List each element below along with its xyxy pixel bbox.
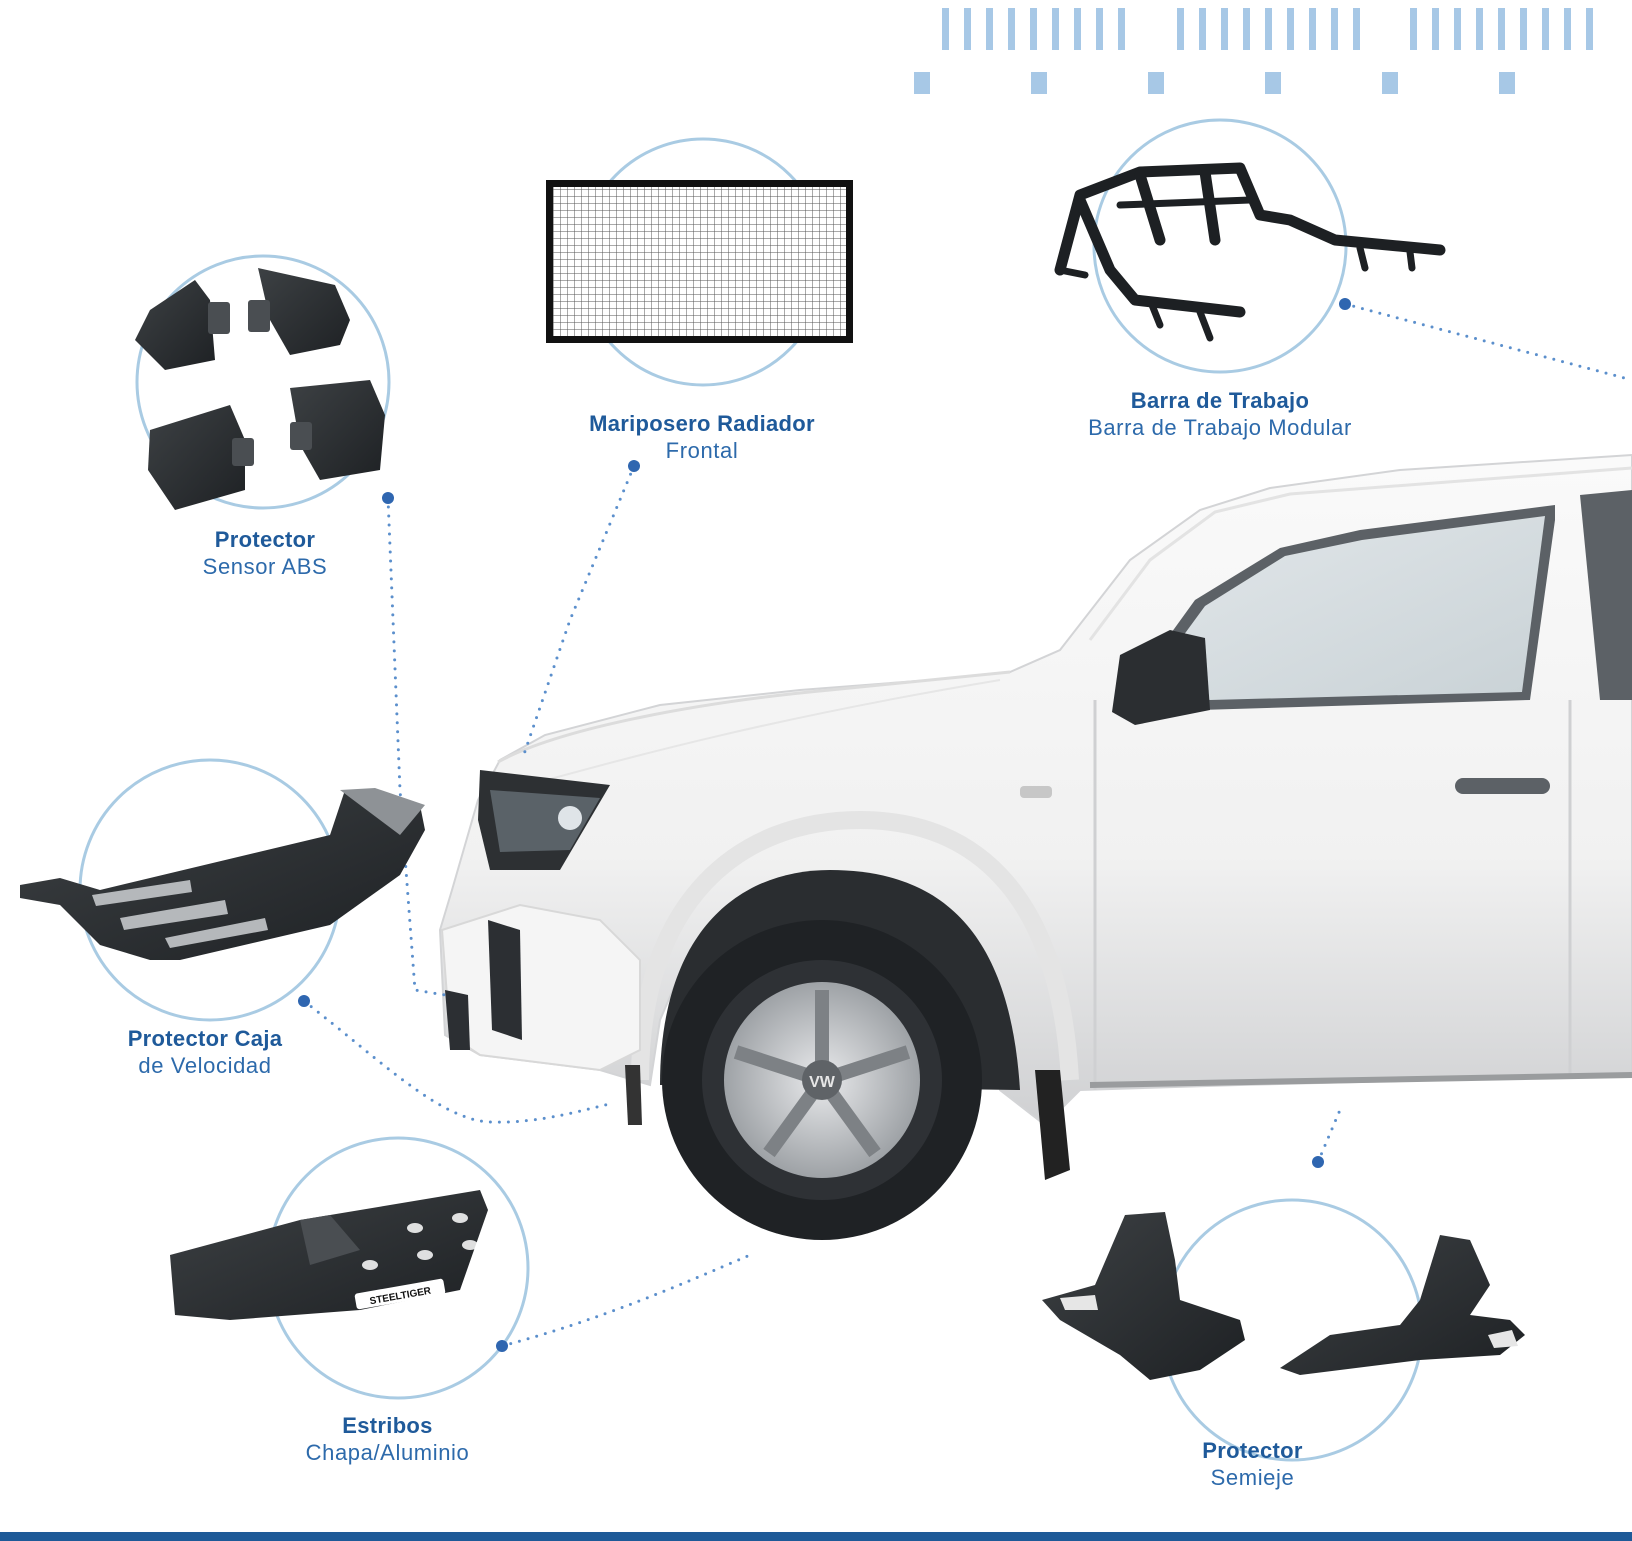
decor-stripe [1520, 8, 1527, 50]
decor-stripe [1331, 8, 1338, 50]
product-subtitle: Sensor ABS [202, 554, 328, 579]
product-label-abs: Protector Sensor ABS [150, 526, 380, 580]
decor-stripe [1586, 8, 1593, 50]
product-title: Protector [214, 527, 316, 552]
product-label-steps: Estribos Chapa/Aluminio [270, 1412, 505, 1466]
work-bar-image [1054, 162, 1446, 342]
product-subtitle: Semieje [1210, 1465, 1295, 1490]
decor-stripe [1265, 8, 1272, 50]
decor-stripe [942, 8, 949, 50]
radiator-mesh-image [546, 180, 853, 343]
decor-stripe [1096, 8, 1103, 50]
product-title: Estribos [342, 1413, 433, 1438]
product-label-radiator: Mariposero Radiador Frontal [560, 410, 844, 464]
semiaxle-protector-image [1042, 1212, 1525, 1380]
decor-stripe [964, 8, 971, 50]
product-subtitle: Barra de Trabajo Modular [1088, 415, 1352, 440]
gearbox-protector-image [20, 788, 425, 960]
product-subtitle: Chapa/Aluminio [305, 1440, 470, 1465]
pickup-truck-image: VW [438, 453, 1632, 1240]
connector-lines [302, 302, 1632, 1348]
decor-stripe [1008, 8, 1015, 50]
connector-dots [298, 298, 1351, 1352]
decor-stripe [1353, 8, 1360, 50]
decor-stripe [986, 8, 993, 50]
decor-stripe [1052, 8, 1059, 50]
product-label-workbar: Barra de Trabajo Barra de Trabajo Modula… [1060, 387, 1380, 441]
decor-square [1382, 72, 1398, 94]
decor-stripe [1432, 8, 1439, 50]
decor-stripe [1542, 8, 1549, 50]
product-title: Protector [1202, 1438, 1303, 1463]
decor-stripe [1564, 8, 1571, 50]
product-label-semiaxle: Protector Semieje [1140, 1437, 1365, 1491]
product-title: Protector Caja [127, 1026, 283, 1051]
decor-stripe [1221, 8, 1228, 50]
decor-square [1148, 72, 1164, 94]
decor-square [1265, 72, 1281, 94]
decor-stripe [1030, 8, 1037, 50]
decor-square [1499, 72, 1515, 94]
decor-stripe [1199, 8, 1206, 50]
decor-square [1031, 72, 1047, 94]
decor-stripe [1287, 8, 1294, 50]
product-subtitle: Frontal [665, 438, 739, 463]
decor-stripe [1118, 8, 1125, 50]
abs-protector-image [135, 268, 385, 510]
bottom-accent-bar [0, 1532, 1632, 1541]
decor-stripe [1498, 8, 1505, 50]
decor-square [914, 72, 930, 94]
steps-image: STEELTIGER [170, 1190, 488, 1320]
product-title: Barra de Trabajo [1130, 388, 1310, 413]
decor-stripe [1243, 8, 1250, 50]
decor-stripe [1177, 8, 1184, 50]
decor-stripe [1476, 8, 1483, 50]
decor-stripe [1410, 8, 1417, 50]
decor-stripes [914, 8, 1593, 94]
svg-text:VW: VW [809, 1074, 836, 1091]
decor-stripe [1454, 8, 1461, 50]
decor-stripe [1309, 8, 1316, 50]
decor-stripe [1074, 8, 1081, 50]
product-subtitle: de Velocidad [138, 1053, 272, 1078]
product-title: Mariposero Radiador [589, 411, 815, 436]
product-label-gearbox: Protector Caja de Velocidad [90, 1025, 320, 1079]
